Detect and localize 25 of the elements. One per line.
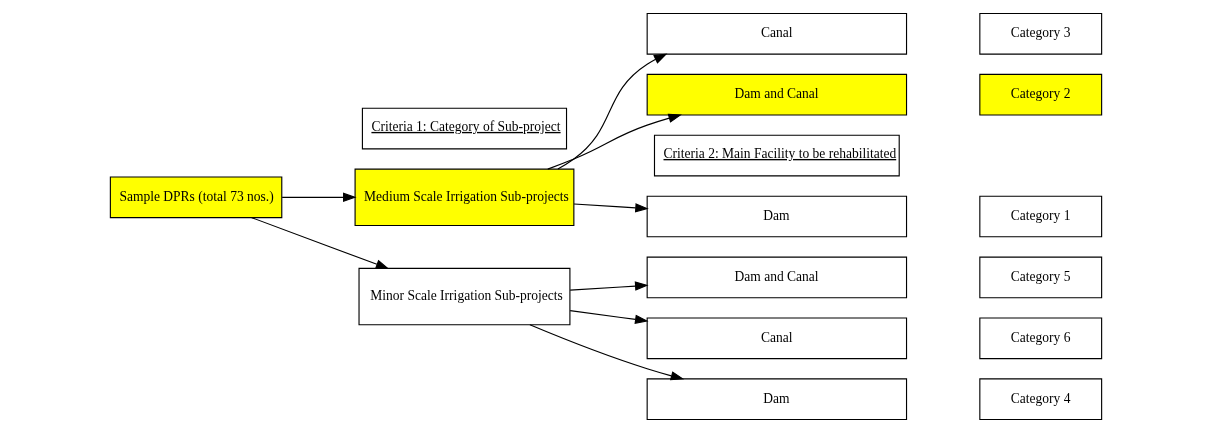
node-box: Category 6 [978,316,1102,359]
node-box: Criteria 2: Main Facility to be rehabilitated [653,134,900,176]
arrow [556,53,667,169]
node-box: Sample DPRs (total 73 nos.) [109,175,282,218]
node-box: Minor Scale Irrigation Sub-projects [357,267,570,325]
node-box: Category 4 [978,377,1102,420]
node-box: Dam and Canal [646,73,907,116]
node-box: Dam [646,377,907,420]
arrow [569,280,649,291]
arrow [569,309,649,324]
node-box: Dam [646,195,907,237]
node-box: Category 1 [978,195,1102,237]
node-box: Category 2 [978,73,1102,116]
arrow [573,202,649,213]
arrow [528,323,684,380]
node-box: Canal [646,316,907,359]
node-box: Category 5 [978,256,1102,298]
arrow [250,216,389,269]
node-box: Dam and Canal [646,256,907,298]
node-box: Category 3 [978,12,1102,55]
node-box: Medium Scale Irrigation Sub-projects [354,168,574,226]
arrow [281,192,357,202]
node-box: Canal [646,12,907,55]
arrow [546,113,682,170]
node-box: Criteria 1: Category of Sub-project [361,107,567,149]
